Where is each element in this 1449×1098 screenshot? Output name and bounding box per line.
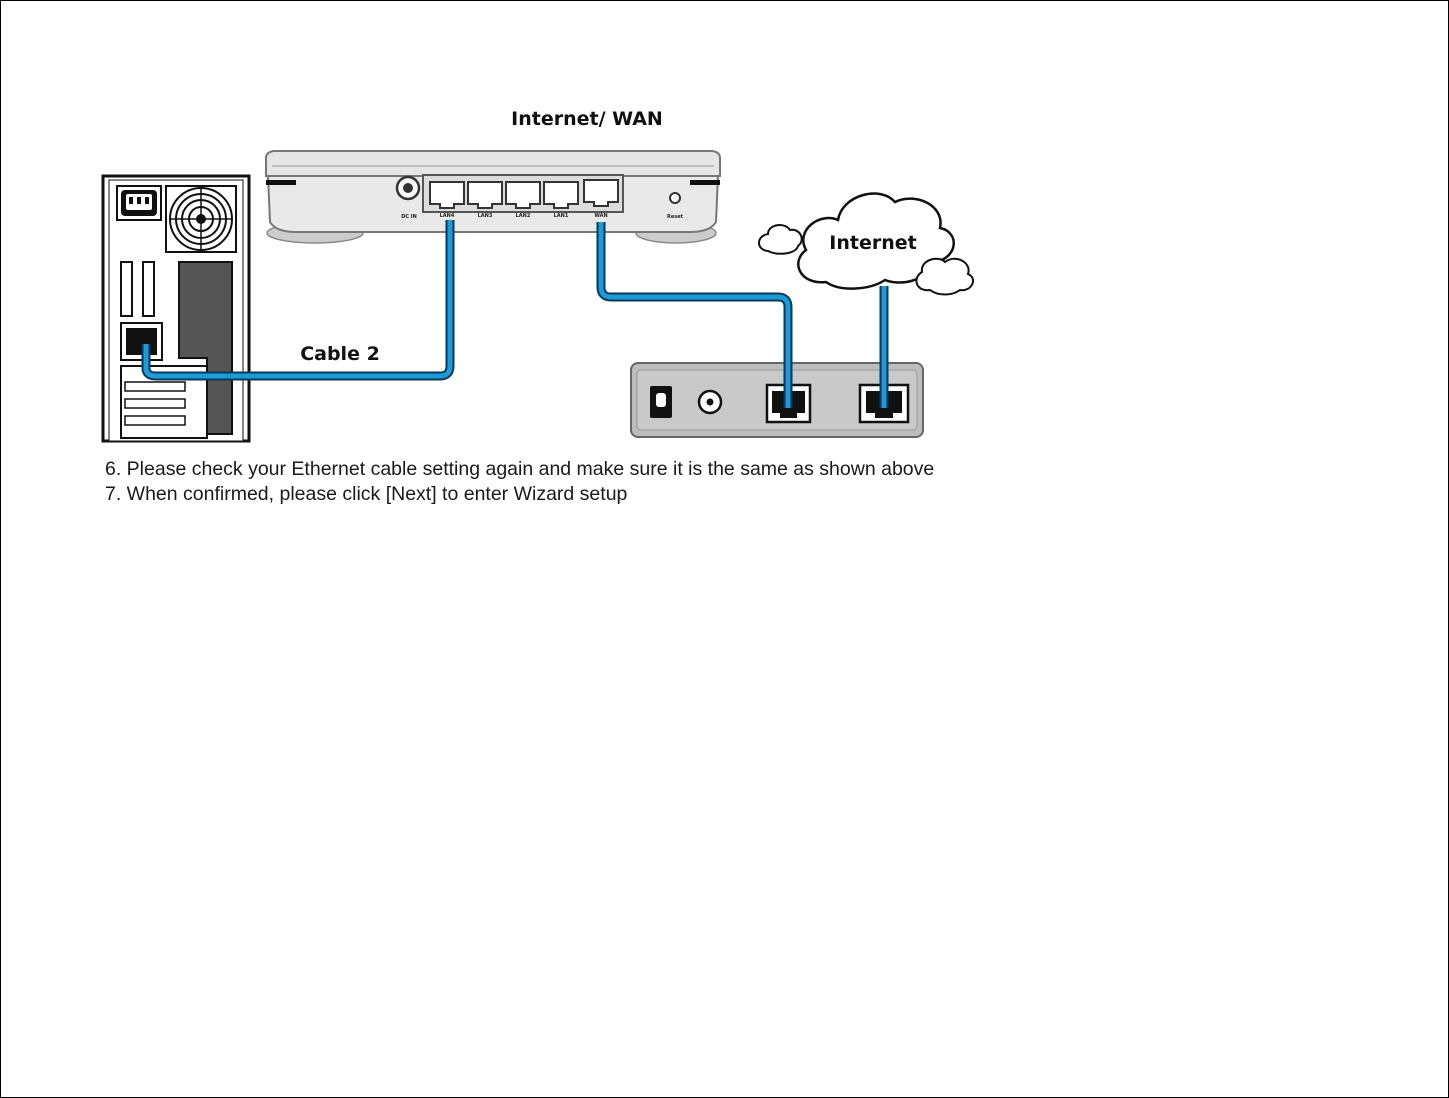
cloud-label: Internet (829, 232, 916, 254)
lan1-label: LAN1 (554, 213, 569, 219)
modem (631, 363, 923, 437)
dc-in-jack-icon (397, 177, 419, 199)
lan2-label: LAN2 (516, 213, 531, 219)
fan-icon (166, 186, 236, 252)
lan3-label: LAN3 (478, 213, 493, 219)
dc-in-label: DC IN (401, 214, 417, 220)
wan-port (584, 180, 618, 206)
wan-label: WAN (594, 213, 607, 219)
lan3-port (468, 182, 502, 208)
network-connection-diagram: DC IN LAN4 LAN3 LAN2 LAN1 WAN Reset (0, 0, 1449, 450)
reset-button-icon (670, 193, 680, 203)
lan2-port (506, 182, 540, 208)
instruction-step-7: 7. When confirmed, please click [Next] t… (105, 482, 934, 507)
router: DC IN LAN4 LAN3 LAN2 LAN1 WAN Reset (266, 151, 720, 243)
pc-tower (103, 176, 249, 441)
lan1-port (544, 182, 578, 208)
cable-label: Cable 2 (300, 343, 380, 365)
lan4-port (430, 182, 464, 208)
instruction-step-6: 6. Please check your Ethernet cable sett… (105, 457, 934, 482)
reset-label: Reset (667, 214, 684, 220)
wan-title: Internet/ WAN (511, 108, 663, 130)
lan4-label: LAN4 (440, 213, 455, 219)
modem-power-jack-icon (650, 386, 672, 418)
modem-button-icon (699, 391, 721, 413)
power-socket-icon (117, 186, 161, 220)
instructions: 6. Please check your Ethernet cable sett… (105, 457, 934, 507)
